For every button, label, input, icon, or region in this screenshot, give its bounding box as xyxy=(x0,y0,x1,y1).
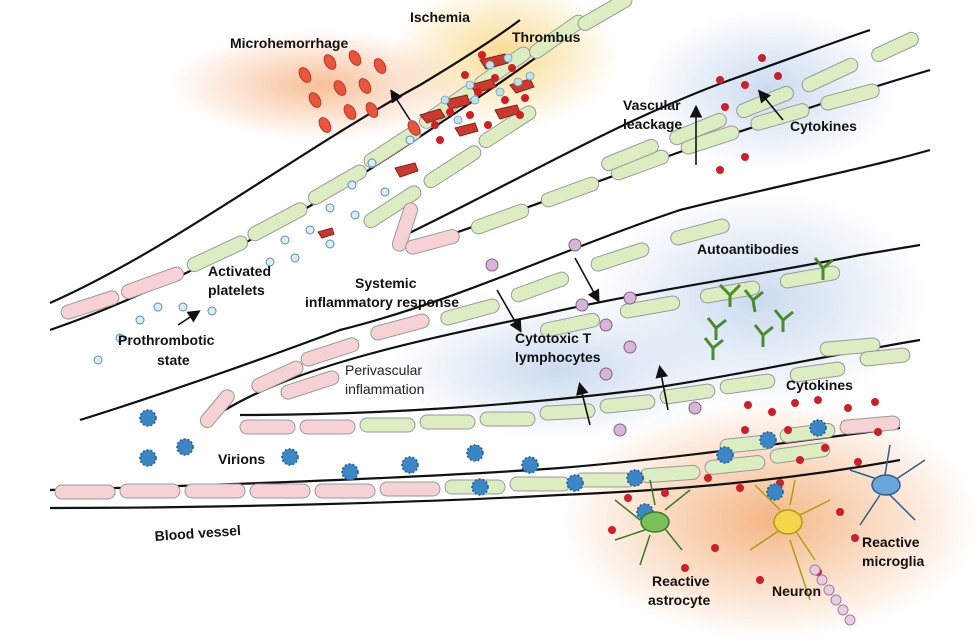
microhemorrhage-red-blood-cells xyxy=(298,50,421,136)
label-autoantibodies: Autoantibodies xyxy=(697,241,799,257)
label-reactive-microglia-2: microglia xyxy=(862,553,924,569)
label-activated-2: platelets xyxy=(208,282,265,298)
neuron xyxy=(749,479,831,601)
autoantibodies xyxy=(703,257,834,360)
label-cytotoxic-2: lymphocytes xyxy=(515,349,601,365)
virions xyxy=(139,409,827,521)
label-vascular-2: leackage xyxy=(623,116,682,132)
label-activated-1: Activated xyxy=(208,263,271,279)
label-cytotoxic-1: Cytotoxic T xyxy=(515,330,592,346)
brain-glow xyxy=(560,400,980,640)
neuron-axon xyxy=(809,564,856,626)
label-blood-vessel: Blood vessel xyxy=(154,522,241,544)
label-ischemia: Ischemia xyxy=(410,9,470,25)
label-systemic-1: Systemic xyxy=(355,275,417,291)
endothelial-cells-lower-vessel xyxy=(239,347,911,454)
label-reactive-microglia-1: Reactive xyxy=(862,534,920,550)
label-microhemorrhage: Microhemorrhage xyxy=(230,35,348,51)
endothelial-cells-upper-vessel xyxy=(60,0,633,320)
label-systemic-2: inflammatory response xyxy=(305,294,459,310)
thrombus-clot xyxy=(317,51,535,239)
reactive-astrocyte xyxy=(614,479,691,566)
label-cytokines-bottom: Cytokines xyxy=(786,377,853,393)
cytokines-lower-cluster xyxy=(608,396,882,584)
reactive-microglia xyxy=(849,444,926,526)
label-prothrombotic-2: state xyxy=(157,352,190,368)
label-perivascular-2: inflammation xyxy=(345,381,424,397)
label-neuron: Neuron xyxy=(772,583,821,599)
text-labels: Ischemia Thrombus Microhemorrhage Vascul… xyxy=(118,9,924,608)
arrows xyxy=(177,89,784,426)
endothelial-cells-middle-vessel xyxy=(199,218,881,428)
label-thrombus: Thrombus xyxy=(512,29,581,45)
label-vascular-1: Vascular xyxy=(623,97,681,113)
microhemorrhage-glow xyxy=(170,30,470,140)
label-prothrombotic-1: Prothrombotic xyxy=(118,332,215,348)
activated-platelets xyxy=(93,135,415,365)
cytokines-upper-cluster xyxy=(716,54,782,174)
label-reactive-astrocyte-2: astrocyte xyxy=(648,592,710,608)
cytotoxic-t-lymphocytes xyxy=(485,238,702,437)
label-reactive-astrocyte-1: Reactive xyxy=(652,573,710,589)
label-virions: Virions xyxy=(218,451,265,467)
label-cytokines-top: Cytokines xyxy=(790,118,857,134)
label-perivascular-1: Perivascular xyxy=(345,362,422,378)
